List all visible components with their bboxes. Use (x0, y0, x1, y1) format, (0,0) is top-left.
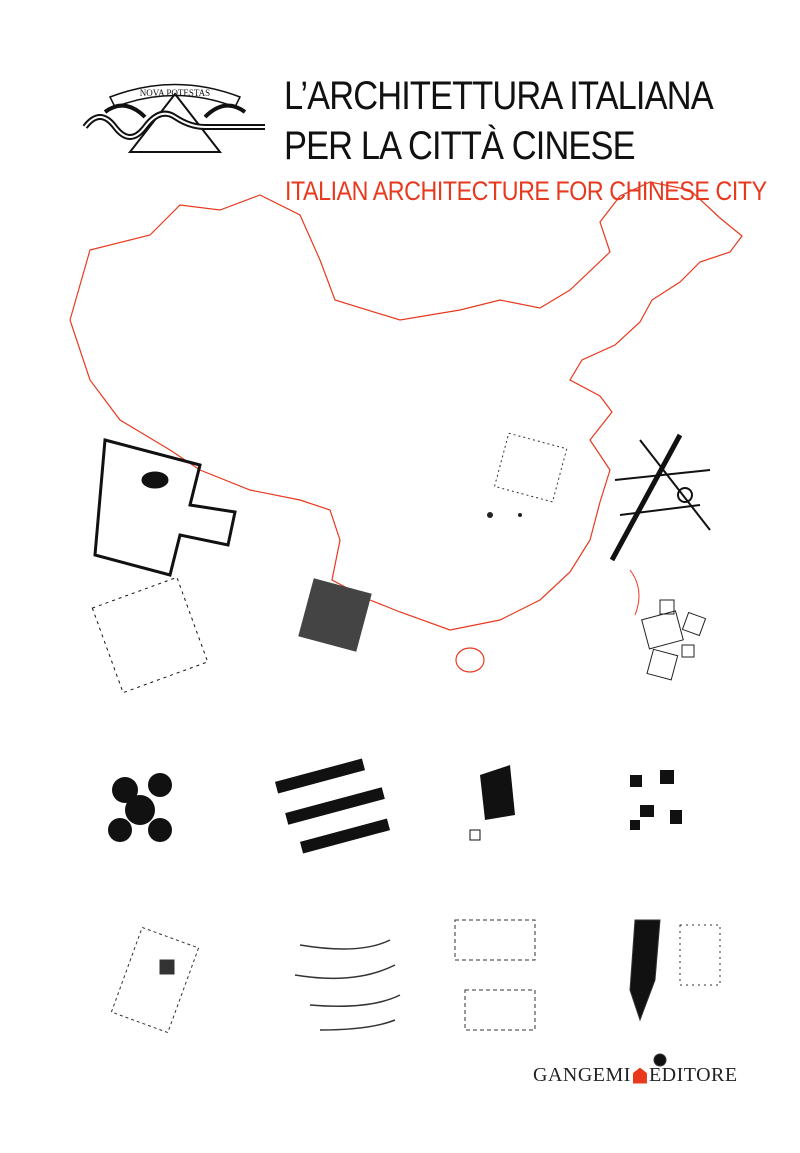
site-plan-east-grid (609, 433, 711, 562)
publisher-logo: GANGEMI EDITORE (533, 1064, 738, 1087)
site-plan-tibet (93, 438, 237, 577)
site-plan-south (298, 578, 372, 652)
china-map-outline (69, 181, 743, 673)
publisher-emblem-logo: NOVA POTESTAS (80, 72, 270, 162)
subtitle: ITALIAN ARCHITECTURE FOR CHINESE CITY (285, 176, 767, 206)
publisher-imprint: EDITORE (648, 1064, 738, 1086)
title-line-2: PER LA CITTÀ CINESE (284, 124, 636, 168)
hainan-island (455, 647, 485, 673)
title-line-1: L’ARCHITETTURA ITALIANA (284, 74, 714, 118)
site-plan-west-blocks (91, 576, 209, 694)
site-plan-taiwan-squares (629, 569, 707, 681)
publisher-name: GANGEMI (533, 1064, 631, 1086)
site-plan-row2 (108, 758, 682, 854)
site-plan-north (487, 432, 568, 518)
site-plan-row3 (110, 919, 721, 1067)
publisher-house-icon (632, 1067, 647, 1084)
